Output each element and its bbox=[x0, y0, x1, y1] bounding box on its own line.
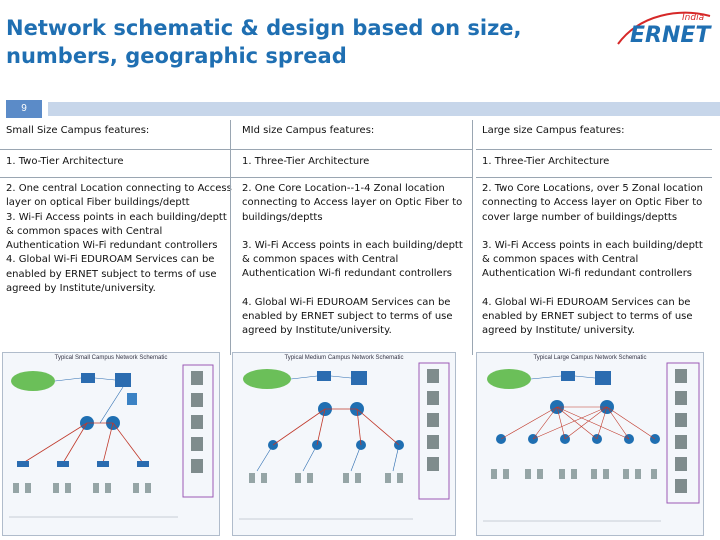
schematic-title: Typical Large Campus Network Schematic bbox=[533, 355, 647, 361]
column-divider bbox=[230, 120, 231, 355]
feature-point: 3. Wi-Fi Access points in each building/… bbox=[482, 239, 703, 280]
feature-point: 2. Two Core Locations, over 5 Zonal loca… bbox=[482, 183, 703, 223]
architecture-point: 1. Three-Tier Architecture bbox=[236, 150, 472, 178]
slide-number: 9 bbox=[6, 100, 42, 118]
ernet-logo: ERNET India bbox=[610, 6, 714, 52]
svg-text:ERNET: ERNET bbox=[630, 23, 712, 48]
header-strip bbox=[48, 102, 720, 116]
architecture-point: 1. Three-Tier Architecture bbox=[476, 150, 712, 178]
column-header: Large size Campus features: bbox=[476, 120, 712, 150]
network-diagram-icon bbox=[9, 364, 214, 518]
column-divider bbox=[472, 120, 473, 355]
large-campus-column: Large size Campus features: 1. Three-Tie… bbox=[476, 120, 712, 355]
network-diagram-icon bbox=[239, 362, 450, 520]
feature-point: 3. Wi-Fi Access points in each building/… bbox=[242, 239, 463, 280]
network-diagram-icon bbox=[483, 362, 700, 522]
large-campus-schematic: Typical Large Campus Network Schematic bbox=[476, 352, 704, 536]
schematic-title: Typical Small Campus Network Schematic bbox=[54, 355, 168, 361]
feature-point: 4. Global Wi-Fi EDUROAM Services can be … bbox=[482, 296, 693, 337]
mid-campus-column: MId size Campus features: 1. Three-Tier … bbox=[236, 120, 472, 355]
feature-point: 4. Global Wi-Fi EDUROAM Services can be … bbox=[6, 254, 217, 295]
mid-campus-schematic: Typical Medium Campus Network Schematic bbox=[232, 352, 456, 536]
small-campus-schematic: Typical Small Campus Network Schematic bbox=[2, 352, 220, 536]
slide-title: Network schematic & design based on size… bbox=[6, 16, 522, 68]
schematic-title: Typical Medium Campus Network Schematic bbox=[284, 355, 404, 361]
small-campus-column: Small Size Campus features: 1. Two-Tier … bbox=[0, 120, 236, 355]
architecture-point: 1. Two-Tier Architecture bbox=[0, 150, 236, 178]
feature-point: 3. Wi-Fi Access points in each building/… bbox=[6, 211, 227, 252]
slide-number-bar: 9 bbox=[0, 100, 720, 118]
feature-point: 4. Global Wi-Fi EDUROAM Services can be … bbox=[242, 296, 453, 337]
svg-text:India: India bbox=[682, 13, 704, 23]
column-header: Small Size Campus features: bbox=[0, 120, 236, 150]
column-header: MId size Campus features: bbox=[236, 120, 472, 150]
feature-point: 2. One central Location connecting to Ac… bbox=[6, 183, 232, 209]
feature-point: 2. One Core Location--1-4 Zonal location… bbox=[242, 183, 463, 223]
